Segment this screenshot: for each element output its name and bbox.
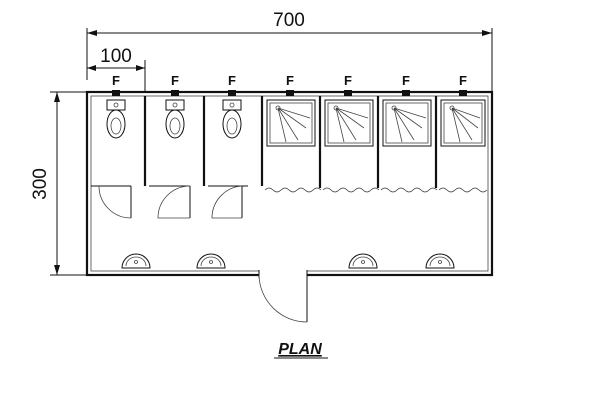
door-swing-icon	[98, 185, 132, 219]
fixture-labels: F F F F F F F	[112, 73, 467, 88]
overall-depth-label: 300	[30, 168, 51, 200]
overall-width-label: 700	[273, 10, 305, 31]
shower-tray-icon	[382, 99, 432, 147]
shower-tray-icon	[440, 99, 486, 147]
washbasin-icon	[121, 253, 151, 269]
plan-caption: PLAN	[278, 341, 322, 358]
toilet-icon	[106, 99, 126, 139]
toilet-icon	[222, 99, 242, 139]
toilet-icon	[165, 99, 185, 139]
shower-curtains	[264, 187, 488, 193]
door-swing-icon	[211, 185, 243, 219]
fixture-markers	[112, 90, 467, 96]
washbasin-icon	[196, 253, 226, 269]
fixture-label: F	[344, 73, 352, 88]
module-width-label: 100	[100, 46, 132, 67]
shower-tray-icon	[324, 99, 374, 147]
washbasin-icon	[348, 253, 378, 269]
fixture-label: F	[286, 73, 294, 88]
fixture-label: F	[459, 73, 467, 88]
fixture-label: F	[171, 73, 179, 88]
overall-width-dimension: 700	[86, 10, 493, 92]
door-swing-icon	[157, 185, 191, 219]
shower-tray-icon	[266, 99, 316, 147]
fixture-label: F	[228, 73, 236, 88]
fixture-label: F	[112, 73, 120, 88]
shower-stalls	[318, 96, 438, 188]
module-width-dimension: 100	[87, 46, 146, 92]
washbasin-icon	[425, 253, 455, 269]
entrance-door	[258, 270, 308, 323]
fixture-label: F	[402, 73, 410, 88]
overall-depth-dimension: 300	[30, 91, 92, 276]
